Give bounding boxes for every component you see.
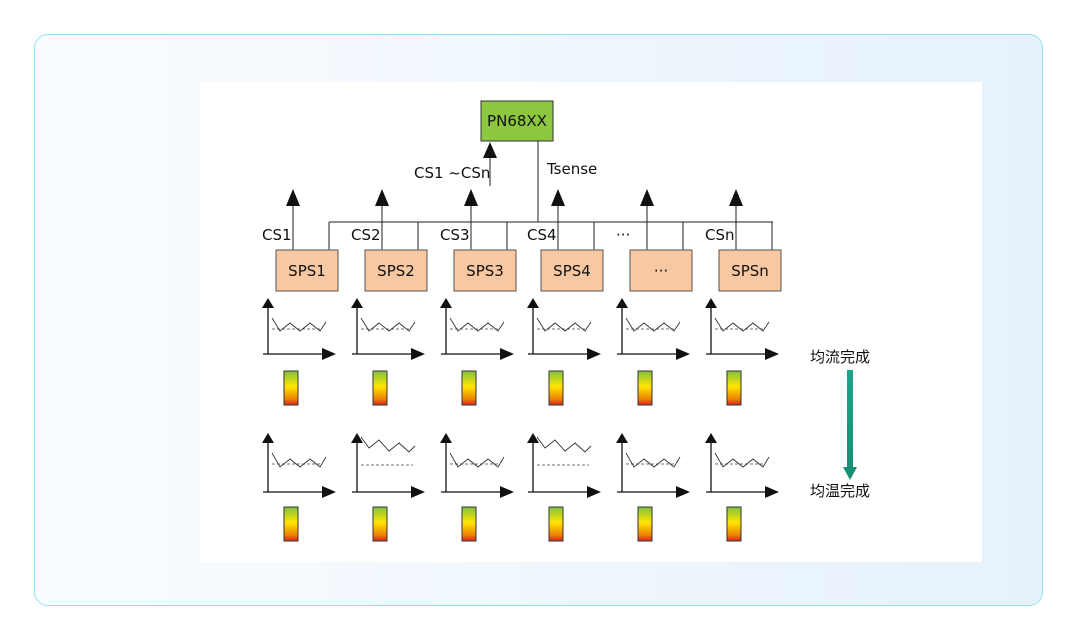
waveform-x-arrowhead <box>322 348 336 360</box>
temperature-indicator <box>726 506 742 542</box>
temperature-indicator <box>548 370 564 406</box>
waveform-y-arrowhead <box>527 298 539 308</box>
waveform-x-arrowhead <box>676 348 690 360</box>
current-waveform <box>714 317 770 332</box>
sps-module-label: ··· <box>654 262 668 280</box>
waveform-x-arrowhead <box>500 348 514 360</box>
waveform-y-arrowhead <box>351 298 363 308</box>
cs-range-label: CS1 ~CSn <box>414 164 490 182</box>
current-waveform <box>449 452 505 468</box>
cs-label: CS3 <box>440 226 470 244</box>
waveform-x-arrowhead <box>587 486 601 498</box>
transition-arrow-shaft <box>847 370 853 469</box>
waveform-x-arrowhead <box>322 486 336 498</box>
waveform-x-arrowhead <box>587 348 601 360</box>
cs-label: CS1 <box>262 226 292 244</box>
current-waveform <box>536 436 592 453</box>
temperature-indicator <box>548 506 564 542</box>
current-waveform <box>625 452 681 468</box>
current-waveform <box>625 317 681 332</box>
temperature-indicator <box>283 506 299 542</box>
sps-module-box <box>629 249 693 292</box>
waveform-y-arrowhead <box>351 433 363 443</box>
sps-module-box <box>540 249 604 292</box>
temperature-indicator <box>461 506 477 542</box>
cs-output-arrowhead <box>375 189 389 206</box>
current-balanced-label: 均流完成 <box>810 348 870 366</box>
cs-output-arrowhead <box>640 189 654 206</box>
temperature-indicator <box>372 506 388 542</box>
controller-label: PN68XX <box>487 112 547 130</box>
current-waveform <box>536 317 592 332</box>
current-waveform <box>449 317 505 332</box>
sps-module-label: SPS1 <box>288 262 326 280</box>
cs-label: ··· <box>616 226 630 244</box>
cs-output-arrowhead <box>729 189 743 206</box>
temperature-indicator <box>283 370 299 406</box>
waveform-x-arrowhead <box>676 486 690 498</box>
temperature-balanced-label: 均温完成 <box>810 482 870 500</box>
cs-label: CSn <box>705 226 735 244</box>
sps-module-box <box>364 249 428 292</box>
temperature-indicator <box>461 370 477 406</box>
controller-box <box>480 100 554 142</box>
waveform-x-arrowhead <box>411 348 425 360</box>
waveform-y-arrowhead <box>616 433 628 443</box>
sps-module-box <box>453 249 517 292</box>
cs-feedback-arrowhead <box>483 142 497 158</box>
sps-module-label: SPS3 <box>466 262 504 280</box>
cs-output-arrowhead <box>286 189 300 206</box>
tsense-label: Tsense <box>546 160 597 178</box>
sps-module-label: SPS4 <box>553 262 591 280</box>
waveform-y-arrowhead <box>262 433 274 443</box>
waveform-y-arrowhead <box>705 298 717 308</box>
current-waveform <box>360 436 416 453</box>
temperature-indicator <box>726 370 742 406</box>
waveform-y-arrowhead <box>616 298 628 308</box>
waveform-y-arrowhead <box>440 433 452 443</box>
temperature-indicator <box>637 506 653 542</box>
cs-output-arrowhead <box>464 189 478 206</box>
cs-label: CS2 <box>351 226 381 244</box>
cs-output-arrowhead <box>551 189 565 206</box>
current-waveform <box>271 452 327 468</box>
waveform-y-arrowhead <box>705 433 717 443</box>
transition-arrow-head <box>843 467 857 480</box>
current-waveform <box>360 317 416 332</box>
waveform-x-arrowhead <box>411 486 425 498</box>
waveform-x-arrowhead <box>765 348 779 360</box>
waveform-y-arrowhead <box>440 298 452 308</box>
sps-module-label: SPSn <box>731 262 769 280</box>
sps-module-label: SPS2 <box>377 262 415 280</box>
temperature-indicator <box>372 370 388 406</box>
waveform-x-arrowhead <box>500 486 514 498</box>
current-waveform <box>714 452 770 468</box>
sps-module-box <box>275 249 339 292</box>
waveform-y-arrowhead <box>527 433 539 443</box>
temperature-indicator <box>637 370 653 406</box>
cs-label: CS4 <box>527 226 557 244</box>
sps-module-box <box>718 249 782 292</box>
waveform-y-arrowhead <box>262 298 274 308</box>
current-waveform <box>271 317 327 332</box>
waveform-x-arrowhead <box>765 486 779 498</box>
